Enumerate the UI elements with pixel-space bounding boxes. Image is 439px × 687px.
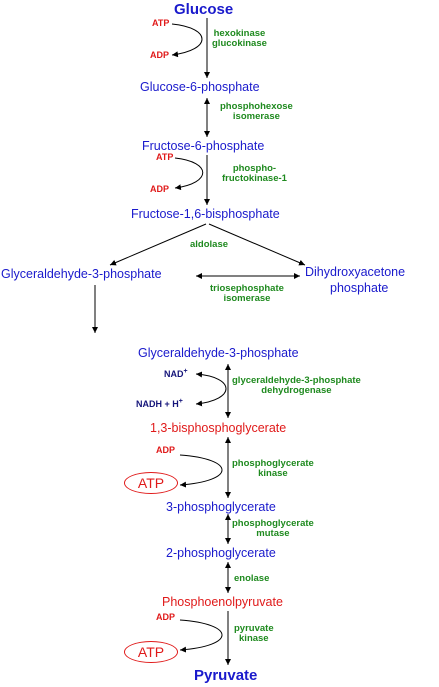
metabolite-glucose: Glucose bbox=[174, 1, 234, 18]
product-atp-4: ATP bbox=[124, 641, 178, 663]
metabolite-dhap-line2: phosphate bbox=[330, 281, 389, 295]
enzyme-enolase: enolase bbox=[234, 573, 270, 584]
cofactor-nadh: NADH + H+ bbox=[136, 398, 183, 409]
metabolite-f6p: Fructose-6-phosphate bbox=[142, 139, 265, 153]
enzyme-hexokinase: hexokinase glucokinase bbox=[212, 28, 267, 49]
metabolite-g3p-left: Glyceraldehyde-3-phosphate bbox=[1, 267, 162, 281]
enzyme-pgk: phosphoglycerate kinase bbox=[232, 458, 314, 479]
cofactor-nad: NAD+ bbox=[164, 368, 188, 379]
curve-adp-atp-3 bbox=[179, 454, 223, 488]
metabolite-g3p: Glyceraldehyde-3-phosphate bbox=[138, 346, 299, 360]
cofactor-adp-4: ADP bbox=[156, 612, 176, 622]
enzyme-pk: pyruvate kinase bbox=[234, 623, 274, 644]
curve-adp-atp-4 bbox=[179, 619, 223, 653]
metabolite-3pg: 3-phosphoglycerate bbox=[166, 500, 276, 514]
curve-atp-adp-2 bbox=[174, 157, 204, 191]
curve-nad-nadh bbox=[195, 371, 227, 407]
cofactor-adp-3: ADP bbox=[156, 445, 176, 455]
curve-atp-adp-1 bbox=[171, 23, 203, 58]
cofactor-atp-2: ATP bbox=[156, 152, 174, 162]
metabolite-pyruvate: Pyruvate bbox=[194, 667, 258, 684]
enzyme-gapdh: glyceraldehyde-3-phosphate dehydrogenase bbox=[232, 375, 361, 396]
enzyme-aldolase: aldolase bbox=[190, 239, 229, 250]
enzyme-pgm: phosphoglycerate mutase bbox=[232, 518, 314, 539]
arrow-f16bp-dhap bbox=[208, 223, 306, 266]
metabolite-pep: Phosphoenolpyruvate bbox=[162, 595, 283, 609]
metabolite-2pg: 2-phosphoglycerate bbox=[166, 546, 276, 560]
metabolite-13bpg: 1,3-bisphosphoglycerate bbox=[150, 421, 287, 435]
metabolite-dhap-line1: Dihydroxyacetone bbox=[305, 265, 406, 279]
cofactor-atp-1: ATP bbox=[152, 18, 170, 28]
metabolite-g6p: Glucose-6-phosphate bbox=[140, 80, 260, 94]
product-atp-3: ATP bbox=[124, 472, 178, 494]
cofactor-adp-1: ADP bbox=[150, 50, 170, 60]
enzyme-pfk1: phospho- fructokinase-1 bbox=[222, 163, 287, 184]
enzyme-tpi: triosephosphate isomerase bbox=[210, 283, 284, 304]
enzyme-phosphohexose-isomerase: phosphohexose isomerase bbox=[220, 101, 293, 122]
cofactor-adp-2: ADP bbox=[150, 184, 170, 194]
arrow-f16bp-g3p bbox=[109, 223, 207, 266]
metabolite-f16bp: Fructose-1,6-bisphosphate bbox=[131, 207, 280, 221]
